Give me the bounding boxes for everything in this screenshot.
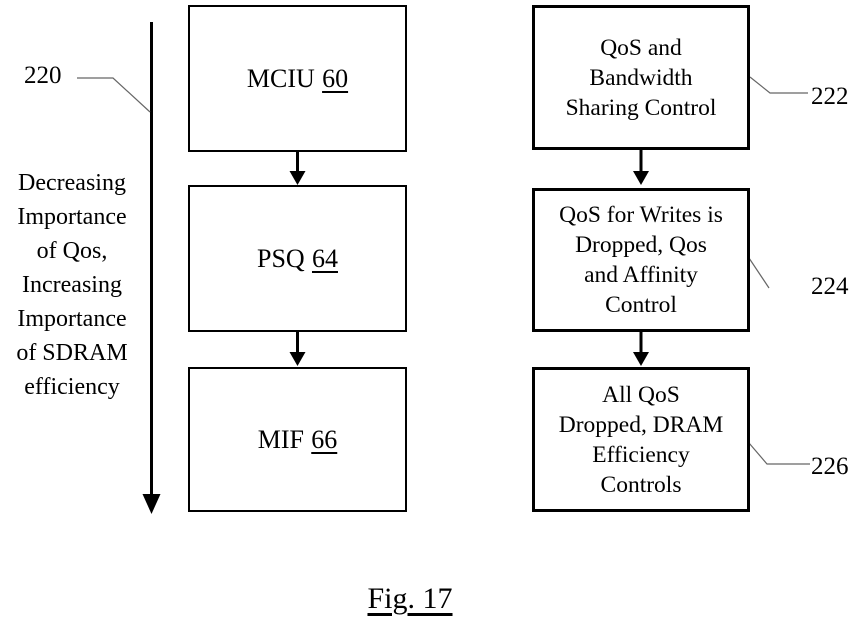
flow-arrow-224-226-icon [633, 332, 649, 366]
block-name: PSQ [257, 243, 305, 273]
timeline-description-line: efficiency [24, 374, 120, 400]
ref-label-220: 220 [24, 62, 62, 89]
timeline-description-line: Increasing [22, 272, 122, 298]
flow-arrow-mciu-psq-icon [289, 152, 306, 185]
block-ref: 60 [322, 63, 349, 93]
block-text-line: Bandwidth [589, 64, 693, 91]
block-qos-writes-dropped: QoS for Writes is Dropped, Qos and Affin… [532, 188, 750, 332]
timeline-description-line: Importance [17, 306, 127, 332]
timeline-description-line: Importance [17, 204, 127, 230]
block-text-line: Dropped, Qos [575, 232, 707, 258]
block-text-line: Sharing Control [565, 94, 717, 121]
leader-line-220 [77, 77, 151, 113]
ref-label-226: 226 [811, 453, 849, 480]
figure-caption: Fig. 17 [367, 582, 453, 615]
timeline-description: Decreasing Importance of Qos, Increasing… [2, 166, 142, 404]
timeline-description-line: of Qos, [36, 238, 108, 264]
ref-label-222: 222 [811, 83, 849, 110]
block-ref: 64 [311, 243, 338, 273]
block-qos-bandwidth-control: QoS and Bandwidth Sharing Control [532, 5, 750, 150]
block-all-qos-dropped: All QoS Dropped, DRAM Efficiency Control… [532, 367, 750, 512]
timeline-description-line: Decreasing [18, 170, 126, 196]
flow-arrow-222-224-icon [633, 150, 649, 185]
leader-line-226 [748, 442, 810, 465]
ref-label-224: 224 [811, 273, 849, 300]
leader-line-222 [749, 76, 808, 94]
block-text-line: Control [605, 292, 677, 318]
block-name: MIF [257, 424, 304, 454]
block-text-line: QoS and [600, 34, 682, 61]
block-text-line: Dropped, DRAM [558, 411, 724, 438]
block-text-line: and Affinity [584, 262, 698, 288]
block-text-line: Controls [600, 471, 682, 498]
timeline-description-line: of SDRAM [16, 340, 128, 366]
block-text-line: Efficiency [592, 441, 690, 468]
block-ref: 66 [311, 424, 338, 454]
block-text-line: QoS for Writes is [559, 202, 723, 228]
leader-line-224 [748, 257, 770, 289]
block-text-line: All QoS [602, 381, 680, 408]
flow-arrow-psq-mif-icon [289, 332, 306, 366]
timeline-down-arrow-icon [142, 22, 161, 514]
block-name: MCIU [246, 63, 315, 93]
